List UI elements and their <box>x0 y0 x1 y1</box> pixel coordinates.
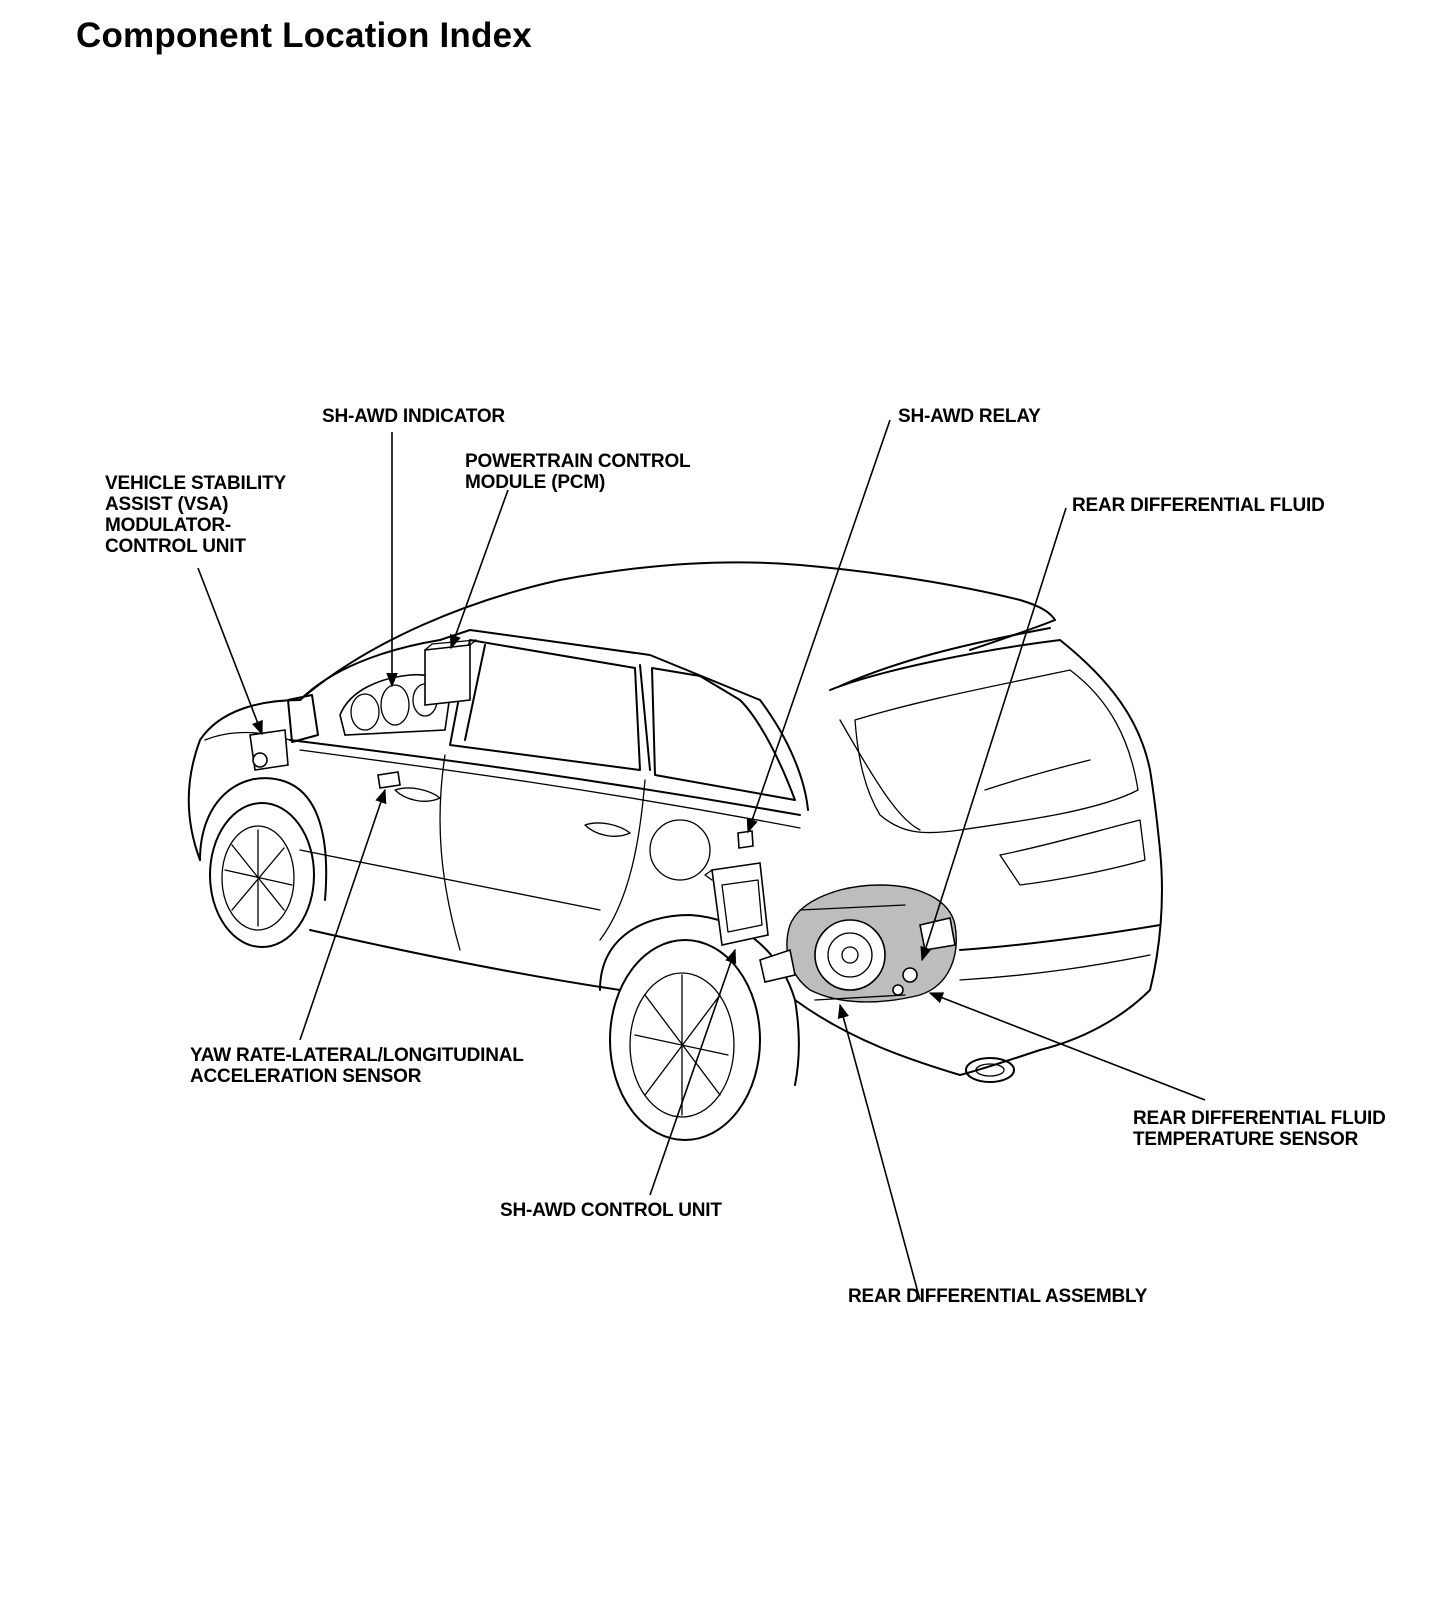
sh-awd-control-unit-part <box>704 862 769 946</box>
label-rear-diff-fluid: REAR DIFFERENTIAL FLUID <box>1072 495 1325 516</box>
pcm-part <box>424 639 477 706</box>
label-rear-diff-assembly: REAR DIFFERENTIAL ASSEMBLY <box>848 1286 1148 1307</box>
label-yaw-rate-sensor: YAW RATE-LATERAL/LONGITUDINAL ACCELERATI… <box>190 1045 524 1087</box>
label-sh-awd-control-unit: SH-AWD CONTROL UNIT <box>500 1200 722 1221</box>
sh-awd-relay-part <box>737 830 754 849</box>
label-rear-diff-temp-sensor: REAR DIFFERENTIAL FLUID TEMPERATURE SENS… <box>1133 1108 1386 1150</box>
label-sh-awd-indicator: SH-AWD INDICATOR <box>322 406 505 427</box>
label-sh-awd-relay: SH-AWD RELAY <box>898 406 1041 427</box>
vsa-modulator-part <box>249 729 289 771</box>
yaw-rate-sensor-part <box>377 771 401 789</box>
vehicle-outline <box>187 561 1163 1141</box>
label-pcm: POWERTRAIN CONTROL MODULE (PCM) <box>465 451 691 493</box>
label-vsa-modulator: VEHICLE STABILITY ASSIST (VSA) MODULATOR… <box>105 473 286 557</box>
rear-differential-assembly-part <box>759 884 957 1003</box>
page-title: Component Location Index <box>76 16 532 55</box>
leader-lines <box>197 419 1206 1301</box>
